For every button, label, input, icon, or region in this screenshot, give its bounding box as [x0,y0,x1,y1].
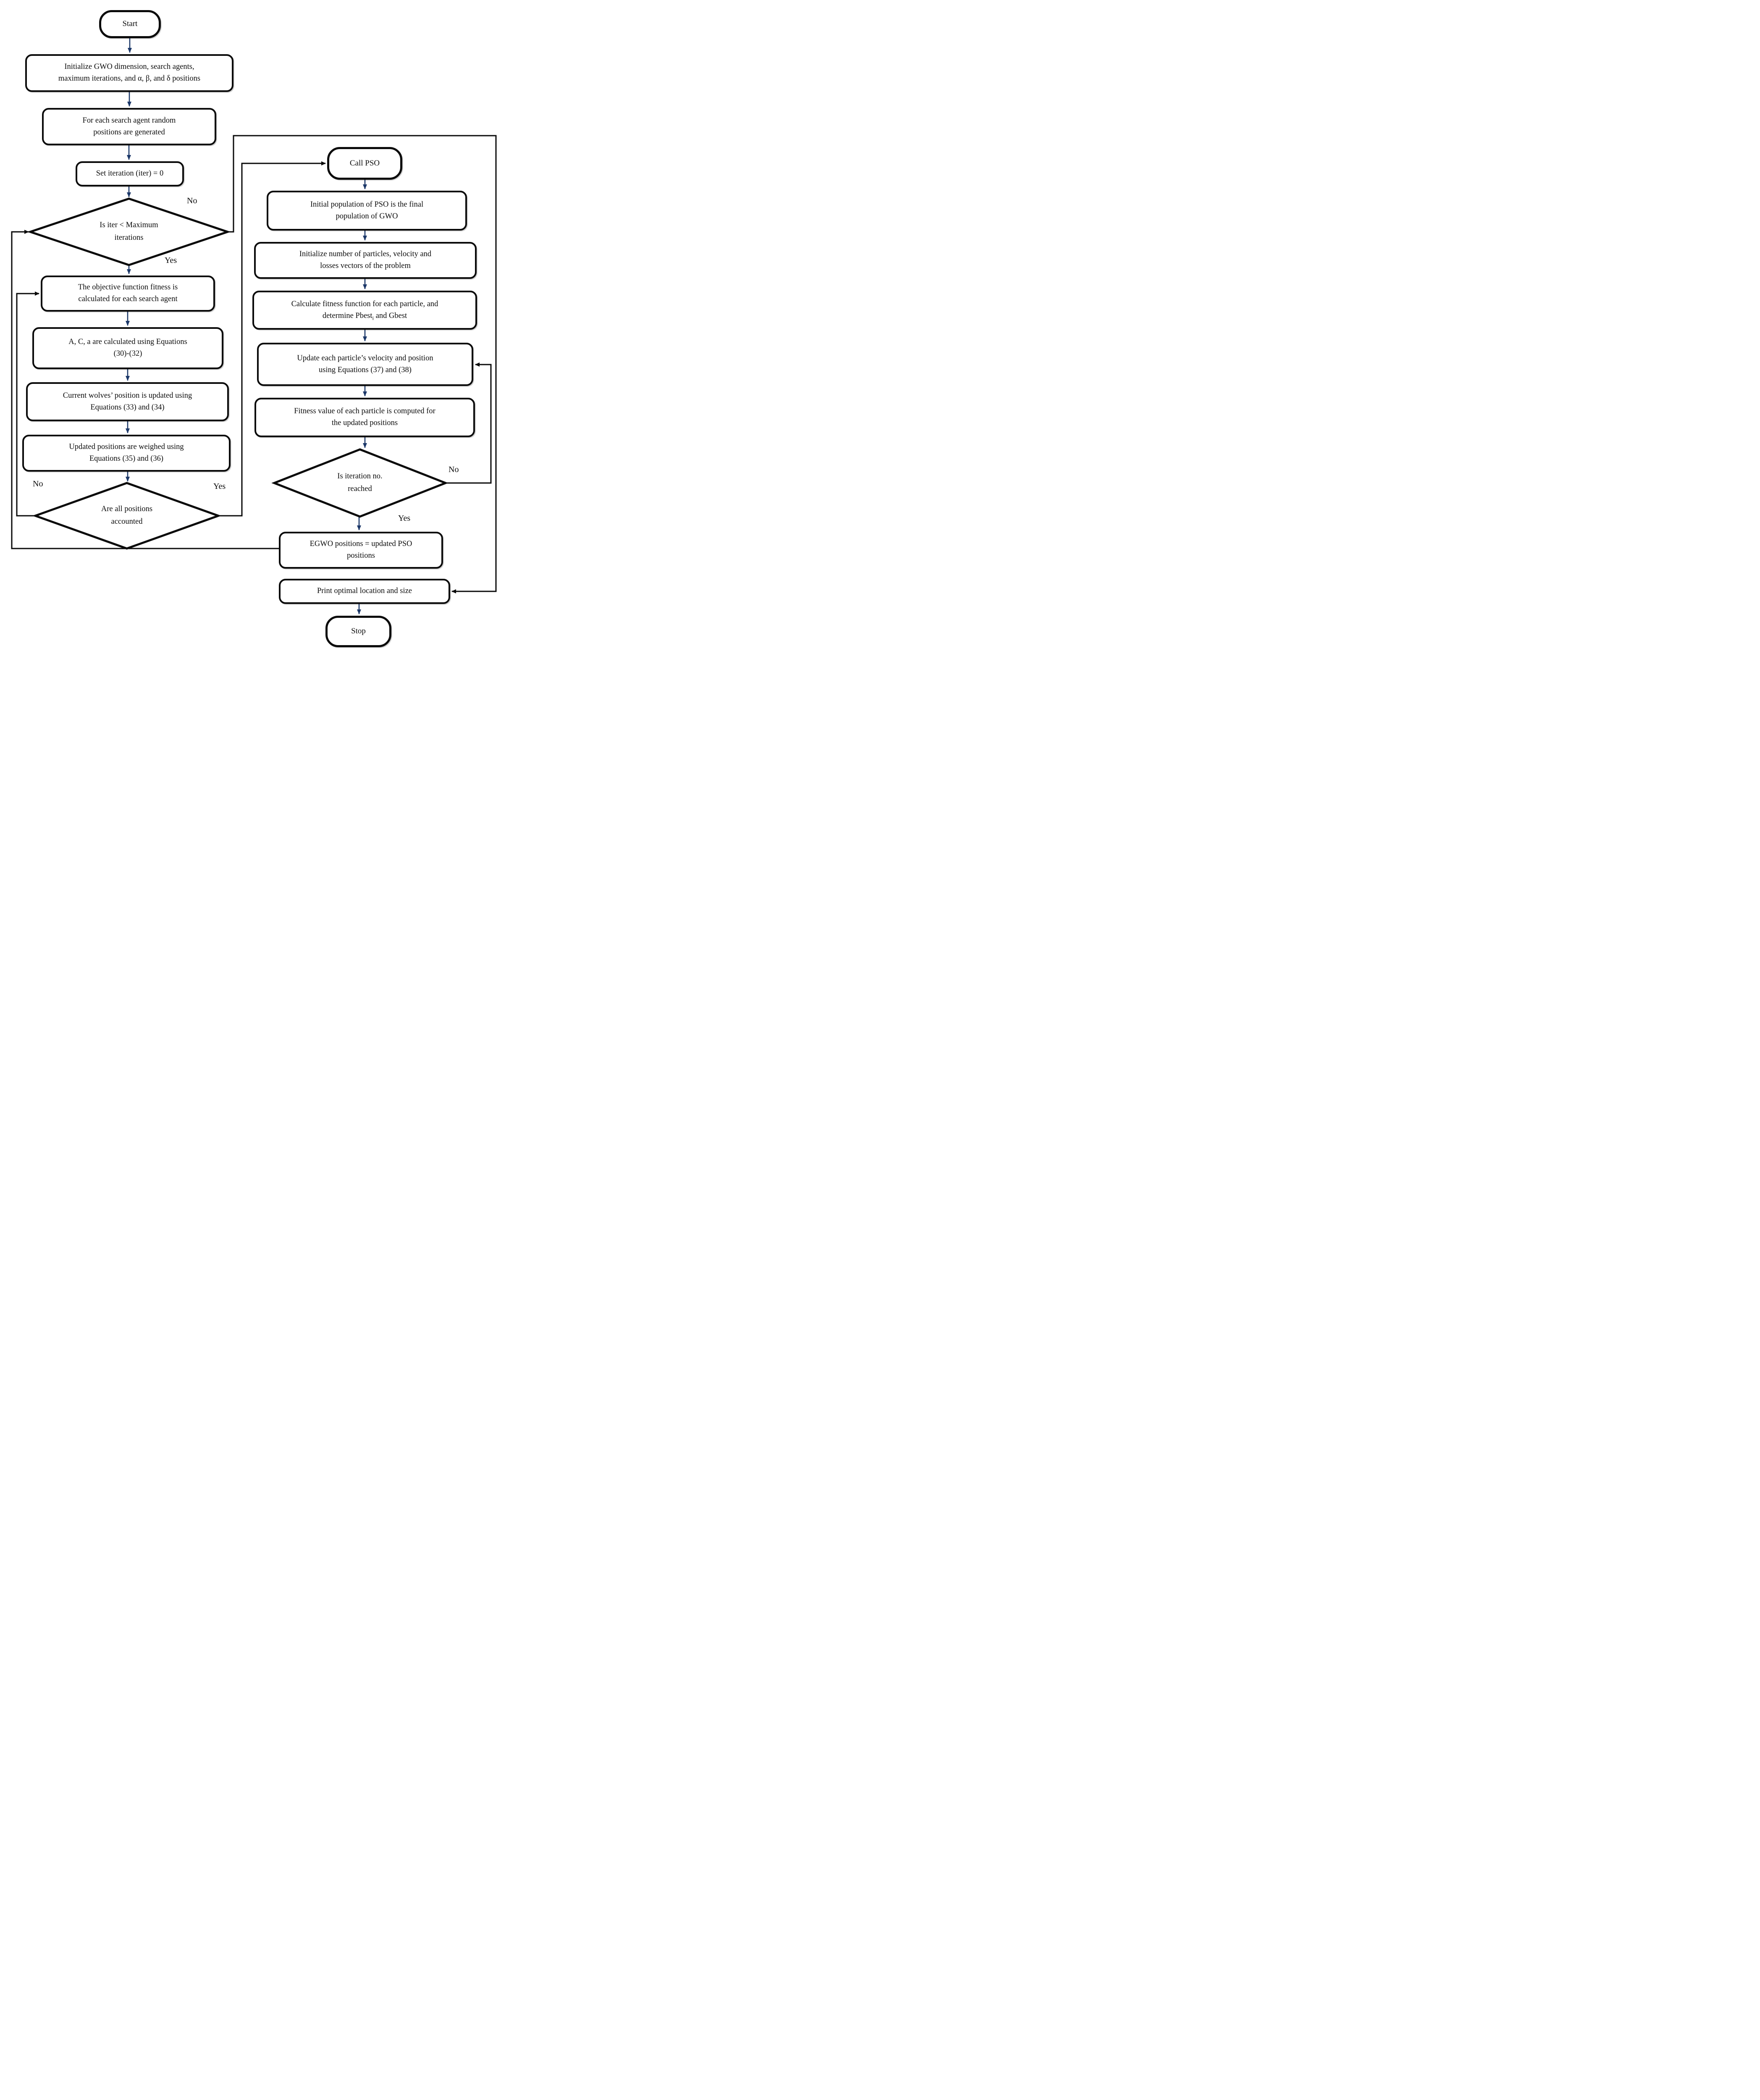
egwo-positions-box: EGWO positions = updated PSO positions [279,532,443,569]
fitness-function-box: Calculate fitness function for each part… [252,291,477,330]
call-pso-terminal: Call PSO [327,147,402,180]
init-particles-box: Initialize number of particles, velocity… [254,242,477,279]
pbest-subscript: i [372,315,374,321]
set-iteration-box: Set iteration (iter) = 0 [76,161,184,186]
edge-positions-yes-to-call-pso [218,161,326,517]
fitness-function-text: Calculate fitness function for each part… [291,299,438,321]
aca-equations-box: A, C, a are calculated using Equations (… [32,327,223,369]
wolves-position-box: Current wolves’ position is updated usin… [26,382,229,421]
positions-check-diamond [32,482,222,550]
iter-no-label: No [187,196,197,205]
edge-egwo-back-to-iter-check [11,230,279,549]
positions-weighed-box: Updated positions are weighed using Equa… [22,435,231,472]
positions-yes-label: Yes [213,482,226,491]
print-optimal-box: Print optimal location and size [279,579,450,604]
flowchart-wires [11,38,497,614]
iter-yes-label: Yes [165,256,177,265]
iter-check-diamond [27,197,231,266]
iteration-check-diamond [271,448,449,518]
stop-terminal: Stop [325,616,391,647]
iteration-yes-label: Yes [398,514,411,523]
initialize-gwo-box: Initialize GWO dimension, search agents,… [25,54,233,92]
iteration-check-label: Is iteration no. reached [337,472,383,493]
edge-iteration-no-loop [446,362,492,484]
positions-no-label: No [33,479,43,488]
random-positions-box: For each search agent random positions a… [42,108,216,145]
start-terminal: Start [99,10,161,38]
edge-iter-no-to-print [228,135,497,593]
edge-positions-no-loop [16,291,39,517]
iter-check-label: Is iter < Maximum iterations [100,221,158,242]
update-velocity-box: Update each particle’s velocity and posi… [257,343,473,386]
initial-population-box: Initial population of PSO is the final p… [267,191,467,231]
positions-check-label: Are all positions accounted [101,505,153,526]
flowchart-canvas: Start Initialize GWO dimension, search a… [0,0,506,654]
fitness-value-box: Fitness value of each particle is comput… [254,398,475,437]
iteration-no-label: No [449,465,459,474]
objective-fitness-box: The objective function fitness is calcul… [41,276,215,312]
